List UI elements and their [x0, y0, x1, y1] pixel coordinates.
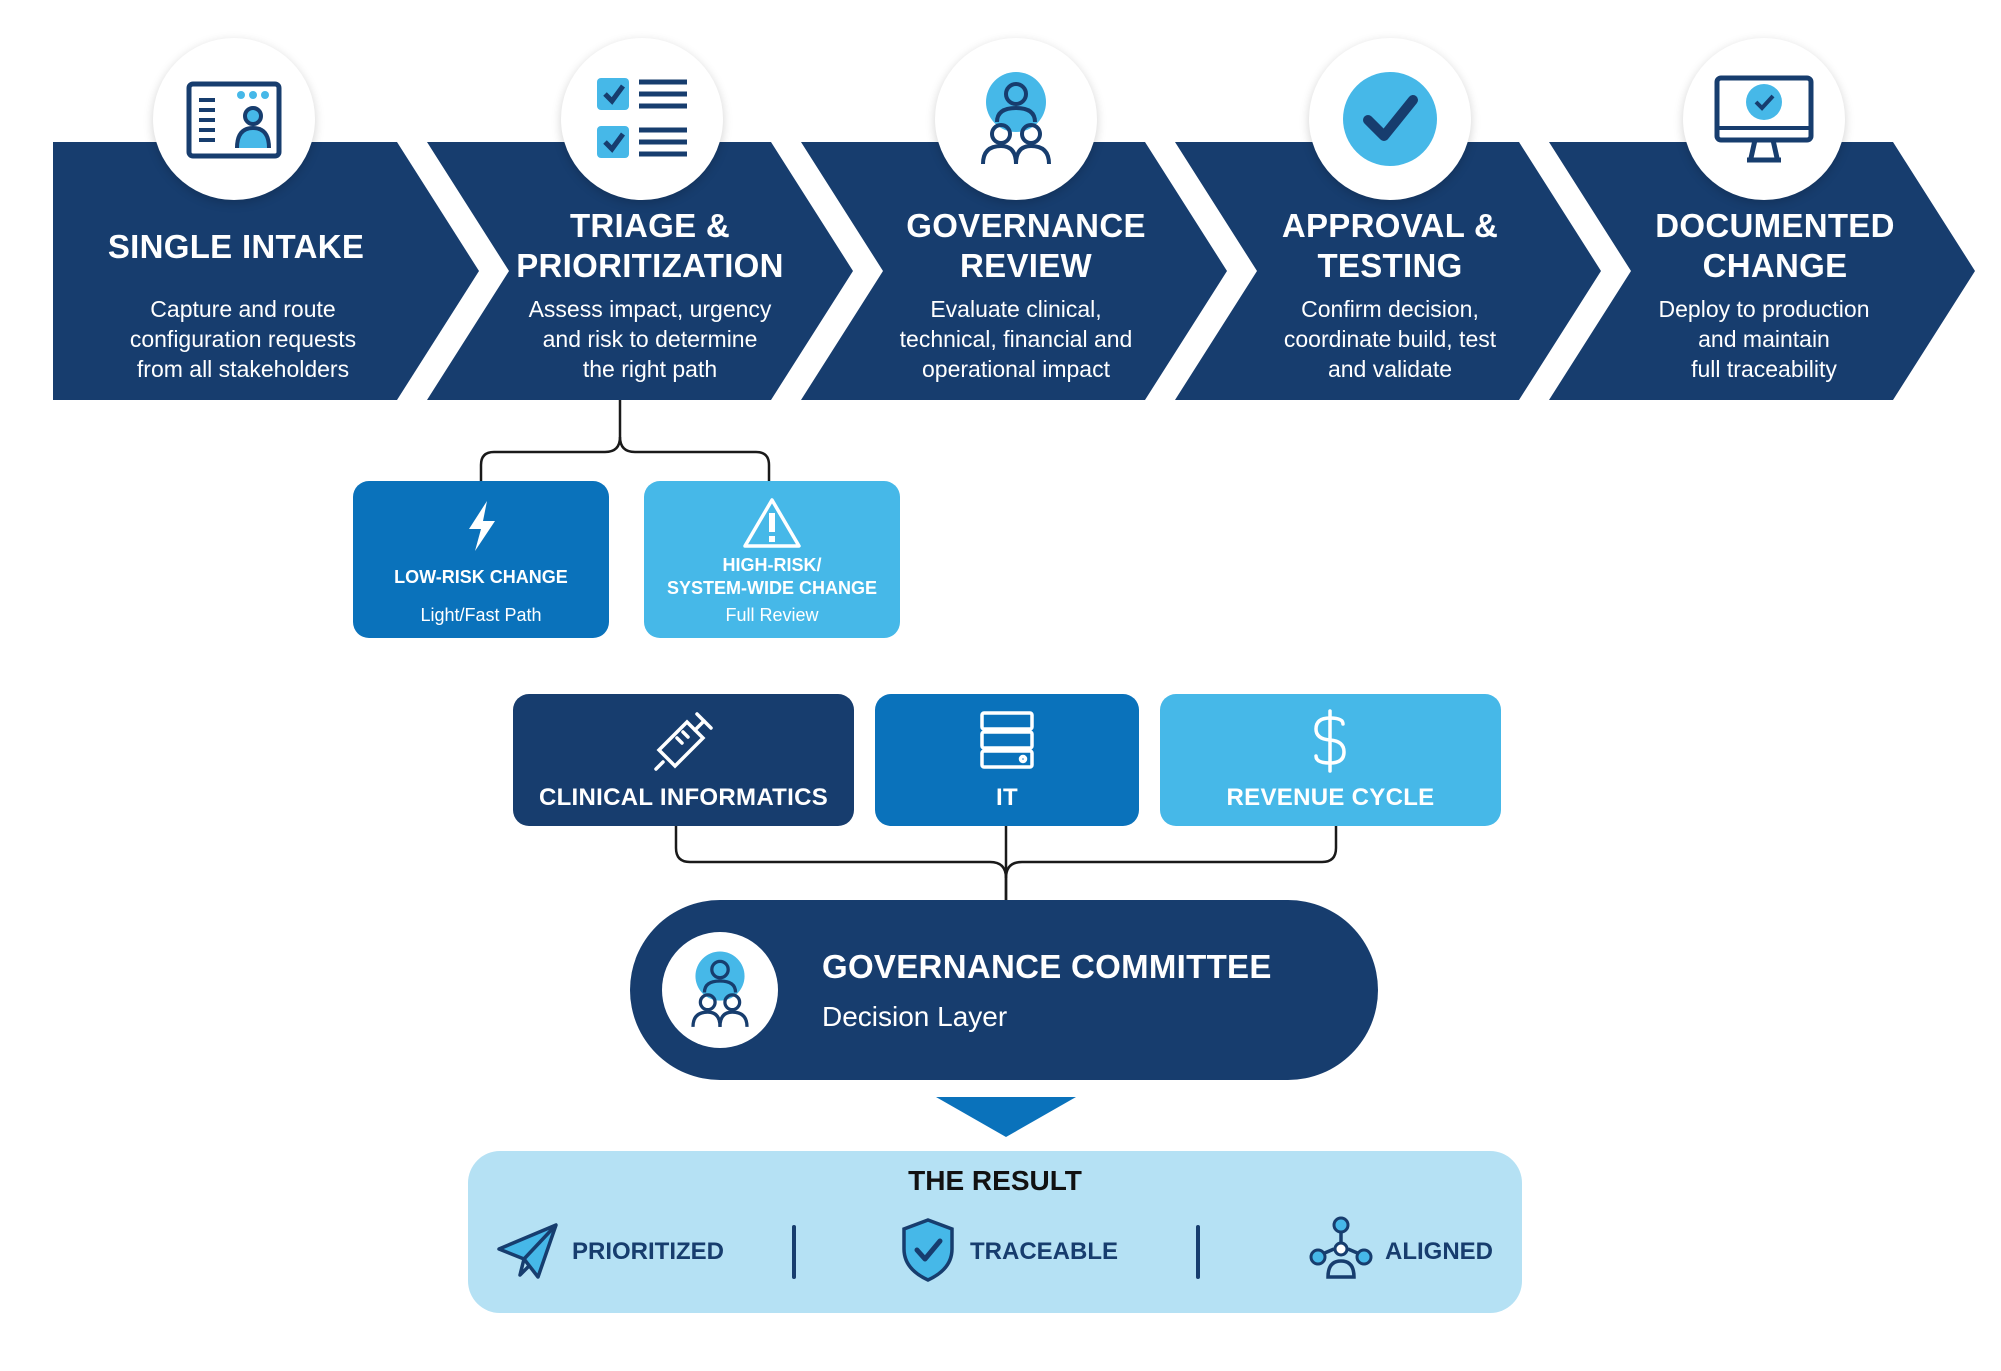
step-1-title: SINGLE INTAKE: [107, 228, 365, 265]
result-item-aligned: ALIGNED: [1385, 1238, 1493, 1265]
step-chevron-3: [801, 142, 1227, 400]
checklist-icon: [597, 78, 687, 158]
dollar-icon: [1314, 709, 1346, 773]
step-chevron-2: [427, 142, 853, 400]
department-merge-connector: [674, 826, 1338, 900]
low-risk-path-box: LOW-RISK CHANGE Light/Fast Path: [353, 481, 609, 638]
governance-committee: GOVERNANCE COMMITTEE Decision Layer: [630, 900, 1378, 1080]
step-2-icon-badge: [561, 38, 723, 200]
high-risk-path-box: HIGH-RISK/SYSTEM-WIDE CHANGE Full Review: [644, 481, 900, 638]
committee-icon-badge: [662, 932, 778, 1048]
warning-icon: [743, 498, 801, 548]
result-item-traceable: TRACEABLE: [970, 1238, 1118, 1265]
department-label: IT: [996, 784, 1018, 811]
step-4-title: APPROVAL &TESTING: [1281, 207, 1499, 284]
syringe-icon: [654, 712, 713, 771]
step-chevron-4: [1175, 142, 1601, 400]
server-icon: [980, 711, 1034, 769]
result-panel: THE RESULT PRIORITIZED TRACEABLE ALIGNED: [468, 1151, 1522, 1313]
committee-subtitle: Decision Layer: [822, 1001, 1008, 1032]
triage-branch-connector: [479, 400, 771, 481]
step-chevron-5: [1549, 142, 1975, 400]
network-icon: [1309, 1216, 1373, 1279]
step-3-icon-badge: [935, 38, 1097, 200]
shield-check-icon: [902, 1218, 954, 1282]
department-clinical-informatics: CLINICAL INFORMATICS: [513, 694, 854, 826]
high-risk-subtitle: Full Review: [725, 605, 819, 625]
monitor-check-icon: [1714, 75, 1814, 163]
department-label: CLINICAL INFORMATICS: [538, 784, 829, 811]
lightning-icon: [469, 501, 495, 551]
department-it: IT: [875, 694, 1139, 826]
paper-plane-icon: [497, 1223, 558, 1279]
group-people-icon: [691, 951, 749, 1027]
intake-form-icon: [186, 81, 282, 159]
step-2-title: TRIAGE &PRIORITIZATION: [516, 207, 784, 284]
result-divider: [792, 1225, 796, 1279]
step-chevron-1: [53, 142, 479, 400]
low-risk-subtitle: Light/Fast Path: [420, 605, 542, 625]
result-divider: [1196, 1225, 1200, 1279]
step-1-icon-badge: [153, 38, 315, 200]
department-revenue-cycle: REVENUE CYCLE: [1160, 694, 1501, 826]
step-3-description: Evaluate clinical,technical, financial a…: [899, 296, 1133, 382]
step-4-icon-badge: [1309, 38, 1471, 200]
step-5-icon-badge: [1683, 38, 1845, 200]
result-title: THE RESULT: [908, 1165, 1082, 1196]
group-people-icon: [981, 72, 1051, 165]
low-risk-title: LOW-RISK CHANGE: [394, 567, 568, 587]
check-circle-icon: [1343, 72, 1437, 166]
department-label: REVENUE CYCLE: [1226, 784, 1435, 811]
committee-title: GOVERNANCE COMMITTEE: [822, 948, 1272, 985]
high-risk-title: HIGH-RISK/SYSTEM-WIDE CHANGE: [666, 555, 877, 598]
result-item-prioritized: PRIORITIZED: [572, 1238, 725, 1265]
down-arrow: [936, 1097, 1076, 1137]
